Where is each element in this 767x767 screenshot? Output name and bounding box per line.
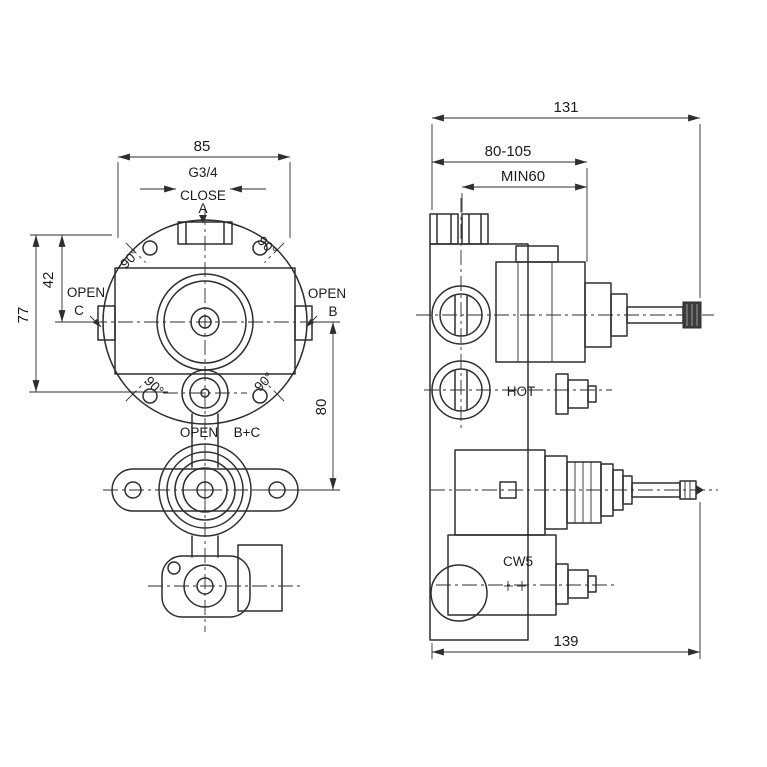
- open-bottom-ports-label: B+C: [234, 425, 261, 440]
- open-right-port-label: B: [328, 304, 337, 319]
- dim-width-label: 85: [194, 138, 211, 155]
- side-fittings: [504, 373, 597, 605]
- dim-min-depth-label: MIN60: [501, 168, 545, 185]
- open-left-port-label: C: [74, 303, 84, 318]
- angle-bottom-left-label: 90°: [142, 373, 167, 398]
- side-dimensions: 131 80-105 MIN60 139: [431, 99, 701, 659]
- port-a-label: A: [198, 201, 207, 216]
- cold-port-label: CW5: [503, 554, 533, 569]
- front-lower-port: [181, 369, 229, 468]
- side-body-outline: [429, 213, 557, 641]
- open-right-word: OPEN: [308, 286, 346, 301]
- open-bottom-word: OPEN: [180, 425, 218, 440]
- dim-overall-depth-label: 131: [553, 99, 578, 116]
- dim-lower-depth-label: 139: [553, 633, 578, 650]
- dim-overall-height-label: 77: [15, 307, 32, 324]
- front-labels: G3/4 CLOSE A 90° 90° 90° 90° OPEN C OPEN…: [67, 165, 346, 440]
- side-labels: HOT CW5: [503, 384, 535, 569]
- dim-center-offset-label: 42: [40, 272, 57, 289]
- port-a-arrow: [199, 215, 207, 223]
- front-dimensions: 85 42 77 80: [15, 138, 340, 491]
- open-left-word: OPEN: [67, 285, 105, 300]
- side-view: 131 80-105 MIN60 139 HOT CW5: [416, 99, 718, 659]
- dim-install-range-label: 80-105: [485, 143, 532, 160]
- hot-port-label: HOT: [507, 384, 536, 399]
- close-label: CLOSE: [180, 188, 226, 203]
- dim-port-spacing-label: 80: [313, 399, 330, 416]
- side-upper-cartridge: [495, 245, 702, 363]
- front-bottom-bracket: [161, 535, 283, 618]
- front-view: 85 42 77 80 G3/4 CLOSE: [15, 138, 346, 632]
- front-body-outline: [97, 219, 313, 425]
- side-lower-cartridge: [454, 449, 704, 536]
- thread-size-label: G3/4: [188, 165, 218, 180]
